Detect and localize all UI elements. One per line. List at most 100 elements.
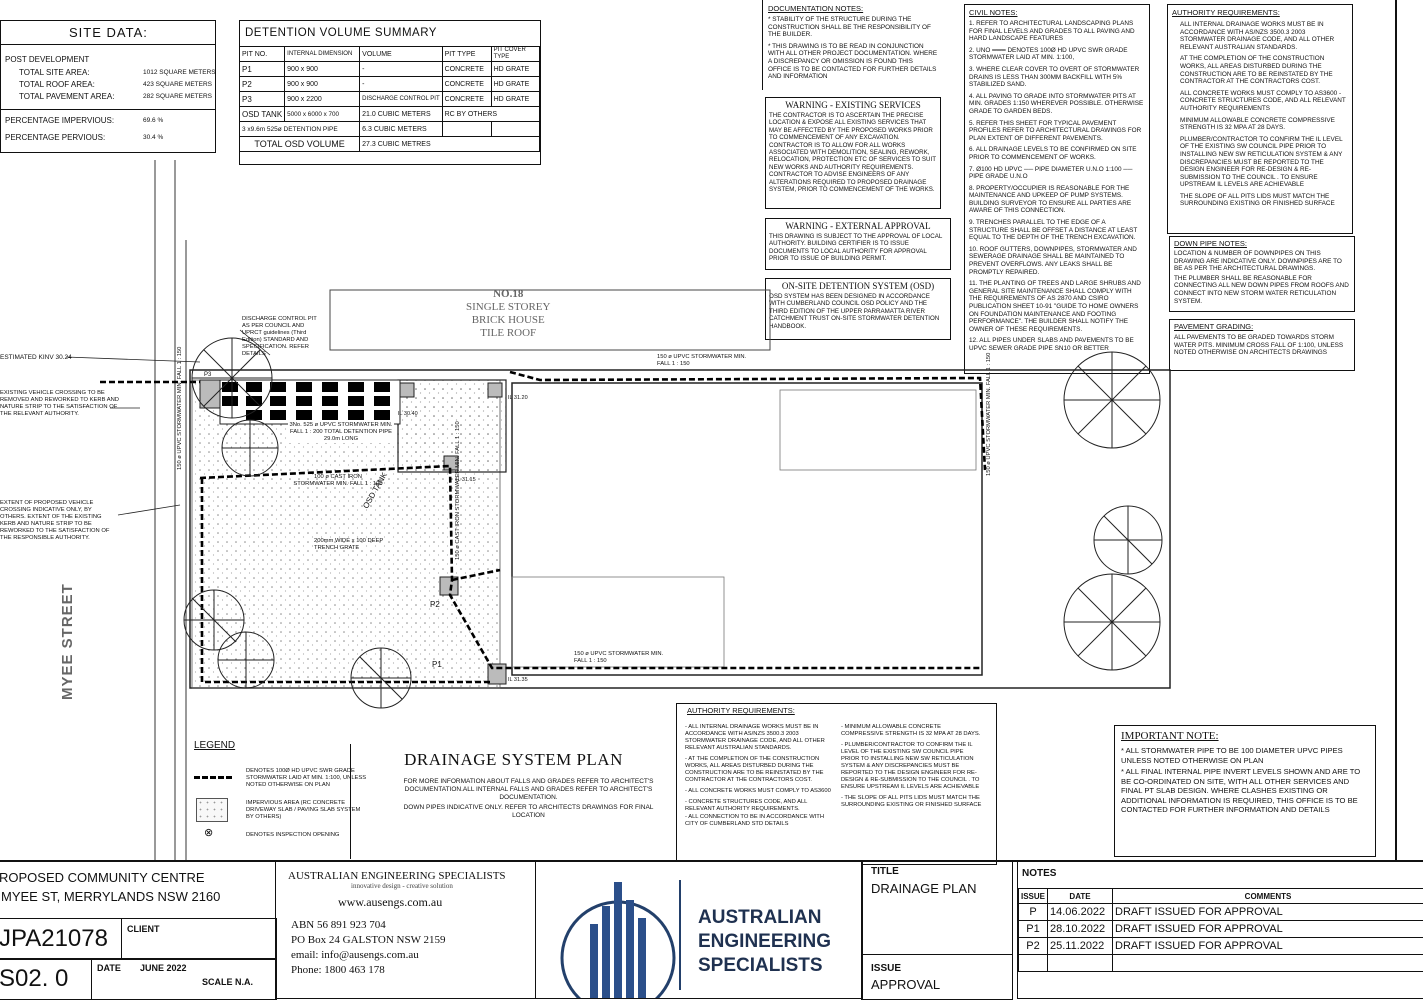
project-line: MYEE ST, MERRYLANDS NSW 2160 <box>1 889 220 904</box>
th-issue: ISSUE <box>1019 889 1048 904</box>
detention-table: PIT NO. INTERNAL DIMENSION VOLUME PIT TY… <box>239 46 540 152</box>
date-label: DATE <box>97 963 121 973</box>
crossing-note: EXISTING VEHICLE CROSSING TO BE REMOVED … <box>0 390 125 418</box>
auth-item: MINIMUM ALLOWABLE CONCRETE COMPRESSIVE S… <box>1180 117 1348 132</box>
pct-label: PERCENTAGE PERVIOUS: <box>5 133 105 143</box>
total-value: 27.3 CUBIC METRES <box>360 137 540 152</box>
auth-item: ALL CONCRETE WORKS MUST COMPLY TO AS3600… <box>1180 90 1348 113</box>
drawing-border-left <box>762 0 763 90</box>
issue-value: APPROVAL <box>871 977 940 992</box>
cell <box>442 122 491 137</box>
neighbour-line: SINGLE STOREY <box>466 301 550 314</box>
pit-label-p2: P2 <box>430 600 440 609</box>
civil-note: 3. WHERE CLEAR COVER TO OVERT OF STORMWA… <box>969 66 1145 89</box>
site-row-value: 282 SQUARE METERS <box>143 93 212 101</box>
cell: DRAFT ISSUED FOR APPROVAL <box>1113 921 1423 938</box>
logo-line: SPECIALISTS <box>698 954 831 978</box>
pit <box>400 383 414 397</box>
date-cell: DATE JUNE 2022 SCALE N.A. <box>91 958 277 1000</box>
th-pit: PIT NO. <box>240 47 285 62</box>
drawing-no-cell: S02. 0 <box>0 958 92 1000</box>
cell: RC BY OTHERS <box>442 107 539 122</box>
company-tagline: innovative design - creative solution <box>351 882 453 890</box>
th-comments: COMMENTS <box>1113 889 1423 904</box>
authority-requirements-bottom: AUTHORITY REQUIREMENTS: - ALL INTERNAL D… <box>676 703 997 865</box>
cell: HD GRATE <box>491 62 539 77</box>
auth-bottom-heading: AUTHORITY REQUIREMENTS: <box>687 706 992 715</box>
cell <box>1048 955 1113 972</box>
plan-subtitle: FOR MORE INFORMATION ABOUT FALLS AND GRA… <box>387 778 670 802</box>
company-logo-icon <box>558 878 678 998</box>
company-cell: AUSTRALIAN ENGINEERING SPECIALISTS innov… <box>275 862 537 999</box>
important-note-box: IMPORTANT NOTE: * ALL STORMWATER PIPE TO… <box>1114 725 1376 857</box>
auth-item: AT THE COMPLETION OF THE CONSTRUCTION WO… <box>1180 55 1348 85</box>
company-abn: ABN 56 891 923 704 <box>291 919 386 931</box>
auth-bottom-item: - PLUMBER/CONTRACTOR TO CONFIRM THE IL L… <box>841 742 983 791</box>
company-name: AUSTRALIAN ENGINEERING SPECIALISTS <box>288 870 506 882</box>
pct-label: PERCENTAGE IMPERVIOUS: <box>5 116 114 126</box>
cell: P2 <box>240 77 285 92</box>
civil-notes-heading: CIVIL NOTES: <box>969 8 1145 17</box>
plan-subtitle: DOWN PIPES INDICATIVE ONLY. REFER TO ARC… <box>387 804 670 820</box>
civil-note: 2. UNO ═══ DENOTES 100Ø HD UPVC SWR GRAD… <box>969 47 1145 62</box>
logo-divider <box>679 880 681 990</box>
important-item: * ALL STORMWATER PIPE TO BE 100 DIAMETER… <box>1121 746 1369 765</box>
neighbour-line: NO.18 <box>466 288 550 301</box>
client-cell: CLIENT <box>121 918 277 960</box>
site-data-section: POST DEVELOPMENT <box>5 55 89 65</box>
pct-value: 69.6 % <box>143 117 163 125</box>
pct-value: 30.4 % <box>143 134 163 142</box>
right-pipe-label: 150 ø UPVC STORMWATER MIN. FALL 1 : 150 <box>985 353 993 476</box>
cell <box>1019 955 1048 972</box>
cell: CONCRETE <box>442 77 491 92</box>
th-date: DATE <box>1048 889 1113 904</box>
cell: HD GRATE <box>491 92 539 107</box>
date-value: JUNE 2022 <box>140 963 187 973</box>
cell: P <box>1019 904 1048 921</box>
title-block: ROPOSED COMMUNITY CENTRE MYEE ST, MERRYL… <box>0 860 1423 991</box>
detention-pipe-label: 3No. 525 ø UPVC STORMWATER MIN. FALL 1 :… <box>288 422 394 443</box>
left-pipe-label: 150 ø UPVC STORMWATER MIN. FALL 1 : 150 <box>176 347 184 470</box>
logo-line: ENGINEERING <box>698 930 831 954</box>
total-label: TOTAL OSD VOLUME <box>240 137 360 152</box>
title-value: DRAINAGE PLAN <box>871 881 976 896</box>
cell: 900 x 900 <box>285 77 360 92</box>
auth-bottom-item: - CONCRETE STRUCTURES CODE, AND ALL RELE… <box>685 799 833 813</box>
cell: DRAFT ISSUED FOR APPROVAL <box>1113 904 1423 921</box>
top-pipe-label: 150 ø UPVC STORMWATER MIN. FALL 1 : 150 <box>657 354 747 368</box>
warn-services-heading: WARNING - EXISTING SERVICES <box>769 100 937 110</box>
site-row-label: TOTAL PAVEMENT AREA: <box>19 92 114 102</box>
table-row: P2 25.11.2022 DRAFT ISSUED FOR APPROVAL <box>1019 938 1423 955</box>
auth-bottom-item: - MINIMUM ALLOWABLE CONCRETE COMPRESSIVE… <box>841 724 983 738</box>
project-line: ROPOSED COMMUNITY CENTRE <box>0 870 205 885</box>
cell: - <box>360 77 442 92</box>
site-row-value: 1012 SQUARE METERS <box>143 69 216 77</box>
site-data-title: SITE DATA: <box>69 25 148 40</box>
cell: CONCRETE <box>442 62 491 77</box>
doc-note-item: * THIS DRAWING IS TO BE READ IN CONJUNCT… <box>768 43 938 81</box>
cell: - <box>360 62 442 77</box>
neighbour-line: TILE ROOF <box>466 327 550 340</box>
bottom-pipe-label: 150 ø UPVC STORMWATER MIN. FALL 1 : 150 <box>574 651 670 665</box>
level-label: IL 31.35 <box>508 676 528 684</box>
civil-note: 5. REFER THIS SHEET FOR TYPICAL PAVEMENT… <box>969 120 1145 143</box>
site-data-panel: SITE DATA: POST DEVELOPMENT TOTAL SITE A… <box>0 20 216 153</box>
issue-table: ISSUE DATE COMMENTS P 14.06.2022 DRAFT I… <box>1018 888 1423 972</box>
legend-heading: LEGEND <box>194 740 374 751</box>
detention-pipes <box>220 380 400 424</box>
table-row <box>1019 955 1423 972</box>
important-item: * ALL FINAL INTERNAL PIPE INVERT LEVELS … <box>1121 767 1369 815</box>
pit-label-p1: P1 <box>432 660 442 669</box>
th-cover: PIT COVER TYPE <box>491 47 539 62</box>
auth-bottom-item: - ALL INTERNAL DRAINAGE WORKS MUST BE IN… <box>685 724 833 752</box>
cell: DISCHARGE CONTROL PIT <box>360 92 442 107</box>
legend-item: IMPERVIOUS AREA (RC CONCRETE DRIVEWAY SL… <box>246 800 366 821</box>
street-name: MYEE STREET <box>59 583 76 700</box>
civil-note: 4. ALL PAVING TO GRADE INTO STORMWATER P… <box>969 93 1145 116</box>
documentation-notes: DOCUMENTATION NOTES: * STABILITY OF THE … <box>768 4 938 85</box>
